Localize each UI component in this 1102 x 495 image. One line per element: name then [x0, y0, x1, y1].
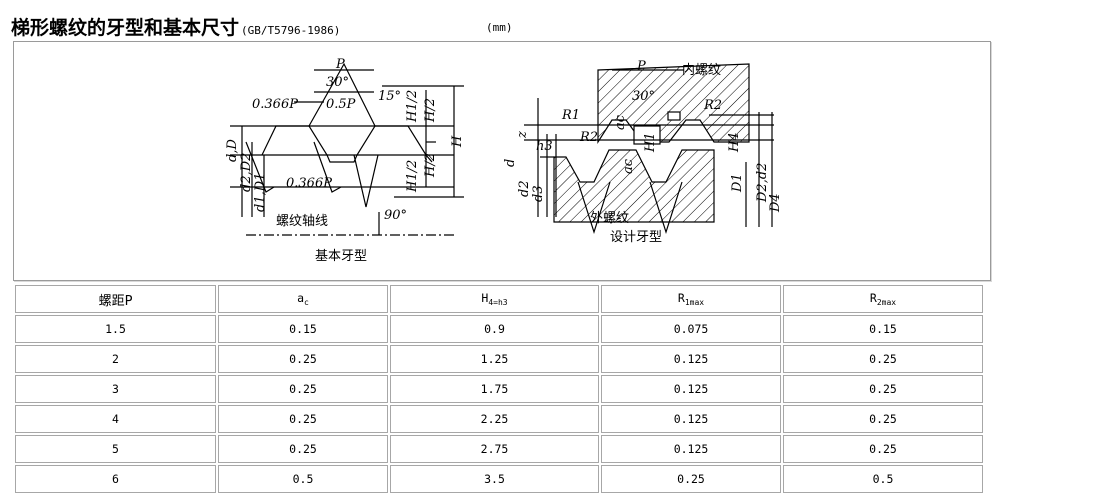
cell: 0.25 — [783, 345, 983, 373]
label-P: P — [335, 57, 345, 72]
cell: 6 — [15, 465, 216, 493]
cell: 0.25 — [218, 375, 388, 403]
label-30deg: 30° — [326, 75, 349, 90]
external-thread-label: 外螺纹 — [590, 211, 629, 226]
label-H-half-2: H/2 — [423, 153, 438, 178]
cell: 0.25 — [601, 465, 781, 493]
cell: 0.25 — [783, 375, 983, 403]
header-r1max: R1max — [601, 285, 781, 313]
header-h4: H4=h3 — [390, 285, 599, 313]
label-D2d2: D2,d2 — [755, 163, 770, 203]
label-H1-half: H1/2 — [405, 90, 420, 123]
cell: 0.5 — [783, 465, 983, 493]
thread-profile-figure: P 30° 15° 0.366P 0.5P 0.366P 90° H1/2 H/… — [13, 41, 991, 281]
table-row: 2 0.25 1.25 0.125 0.25 — [15, 345, 983, 373]
cell: 2 — [15, 345, 216, 373]
table-header-row: 螺距P ac H4=h3 R1max R2max — [15, 285, 983, 313]
cell: 2.25 — [390, 405, 599, 433]
table-row: 3 0.25 1.75 0.125 0.25 — [15, 375, 983, 403]
cell: 0.25 — [783, 405, 983, 433]
cell: 0.125 — [601, 435, 781, 463]
label-H1: H1 — [643, 132, 658, 153]
cell: 0.25 — [783, 435, 983, 463]
table-row: 5 0.25 2.75 0.125 0.25 — [15, 435, 983, 463]
caption-basic: 基本牙型 — [315, 249, 367, 264]
thread-diagram: P 30° 15° 0.366P 0.5P 0.366P 90° H1/2 H/… — [225, 57, 783, 264]
table-row: 4 0.25 2.25 0.125 0.25 — [15, 405, 983, 433]
cell: 0.9 — [390, 315, 599, 343]
label-z: z — [515, 131, 530, 139]
cell: 0.15 — [783, 315, 983, 343]
cell: 1.75 — [390, 375, 599, 403]
table-row: 1.5 0.15 0.9 0.075 0.15 — [15, 315, 983, 343]
label-H4: H4 — [727, 132, 742, 153]
cell: 3 — [15, 375, 216, 403]
unit-label: (mm) — [486, 21, 513, 34]
label-d: d — [503, 159, 518, 167]
cell: 0.125 — [601, 375, 781, 403]
cell: 0.5 — [218, 465, 388, 493]
cell: 1.25 — [390, 345, 599, 373]
cell: 0.125 — [601, 405, 781, 433]
design-profile-labels: P 30° R1 R2 R2 z h3 H4 H1 ac ac d d2 d3 … — [503, 59, 783, 213]
cell: 2.75 — [390, 435, 599, 463]
thread-dimensions-table: 螺距P ac H4=h3 R1max R2max 1.5 0.15 0.9 0.… — [13, 283, 985, 495]
label-90deg: 90° — [384, 208, 407, 223]
label-0366P-2: 0.366P — [286, 176, 332, 191]
label-d3: d3 — [531, 185, 546, 202]
cell: 1.5 — [15, 315, 216, 343]
label-H: H — [450, 135, 465, 148]
label-R2: R2 — [579, 130, 598, 145]
label-D4: D4 — [768, 193, 783, 213]
label-0366P: 0.366P — [252, 97, 298, 112]
label-ac: ac — [621, 158, 636, 174]
cell: 0.25 — [218, 345, 388, 373]
cell: 0.25 — [218, 435, 388, 463]
header-ac: ac — [218, 285, 388, 313]
label-dD: d,D — [225, 139, 240, 162]
label-P-r: P — [636, 59, 646, 74]
label-ac-2: ac — [613, 114, 628, 130]
caption-design: 设计牙型 — [610, 230, 662, 245]
label-d2D2: d2,D2 — [239, 153, 254, 192]
label-d2: d2 — [517, 180, 532, 197]
label-h3: h3 — [536, 139, 553, 154]
header-pitch: 螺距P — [15, 285, 216, 313]
label-R2-b: R2 — [703, 98, 722, 113]
cell: 0.15 — [218, 315, 388, 343]
cell: 0.25 — [218, 405, 388, 433]
label-H-half: H/2 — [423, 98, 438, 123]
header-r2max: R2max — [783, 285, 983, 313]
table-row: 6 0.5 3.5 0.25 0.5 — [15, 465, 983, 493]
title-text: 梯形螺纹的牙型和基本尺寸 — [11, 17, 240, 39]
label-30deg-r: 30° — [632, 89, 655, 104]
label-H1-half-2: H1/2 — [405, 160, 420, 193]
axis-label: 螺纹轴线 — [276, 214, 328, 229]
label-D1: D1 — [730, 173, 745, 193]
label-15deg: 15° — [378, 89, 401, 104]
basic-profile — [230, 62, 464, 236]
title-standard: (GB/T5796-1986) — [241, 24, 341, 37]
basic-profile-labels: P 30° 15° 0.366P 0.5P 0.366P 90° H1/2 H/… — [225, 57, 465, 223]
cell: 5 — [15, 435, 216, 463]
cell: 3.5 — [390, 465, 599, 493]
design-profile — [524, 63, 774, 234]
label-05P: 0.5P — [326, 97, 356, 112]
internal-thread-label: 内螺纹 — [682, 62, 721, 78]
label-R1: R1 — [561, 108, 580, 123]
label-d1D1: d1,D1 — [253, 173, 268, 212]
page-title: 梯形螺纹的牙型和基本尺寸(GB/T5796-1986) — [11, 13, 340, 39]
cell: 0.075 — [601, 315, 781, 343]
cell: 4 — [15, 405, 216, 433]
cell: 0.125 — [601, 345, 781, 373]
